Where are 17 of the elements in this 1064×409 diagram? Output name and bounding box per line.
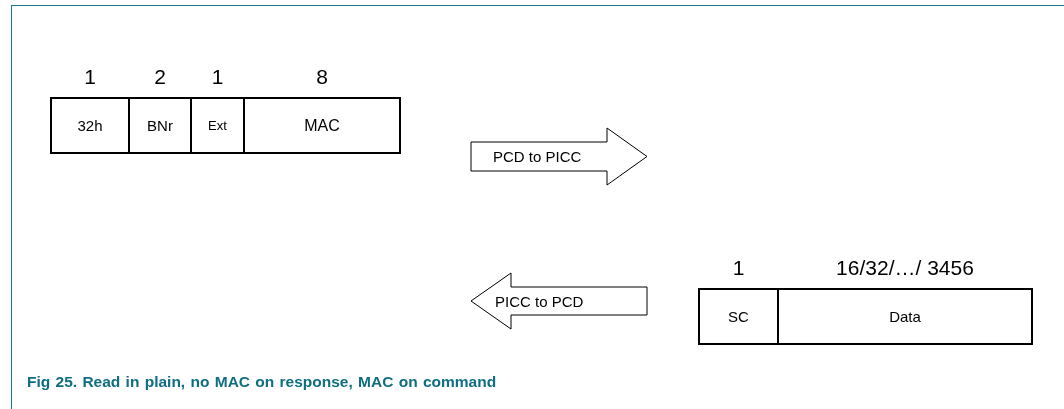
field-cell: SC xyxy=(698,288,779,345)
figure-caption: Fig 25. Read in plain, no MAC on response, MAC on command xyxy=(27,373,497,391)
block-arrow xyxy=(471,128,647,185)
byte-count: 2 xyxy=(153,65,167,89)
block-arrow xyxy=(471,273,647,329)
field-cell: Ext xyxy=(190,97,245,154)
byte-count: 1 xyxy=(731,256,746,280)
byte-count: 8 xyxy=(315,65,329,89)
field-cell: MAC xyxy=(243,97,401,154)
byte-count: 16/32/…/ 3456 xyxy=(835,256,975,280)
byte-count: 1 xyxy=(83,65,97,89)
direction-label: PICC to PCD xyxy=(495,292,584,310)
direction-label: PCD to PICC xyxy=(493,148,582,165)
field-cell: Data xyxy=(777,288,1033,345)
field-cell: BNr xyxy=(128,97,192,154)
field-cell: 32h xyxy=(50,97,130,154)
byte-count: 1 xyxy=(210,65,225,89)
